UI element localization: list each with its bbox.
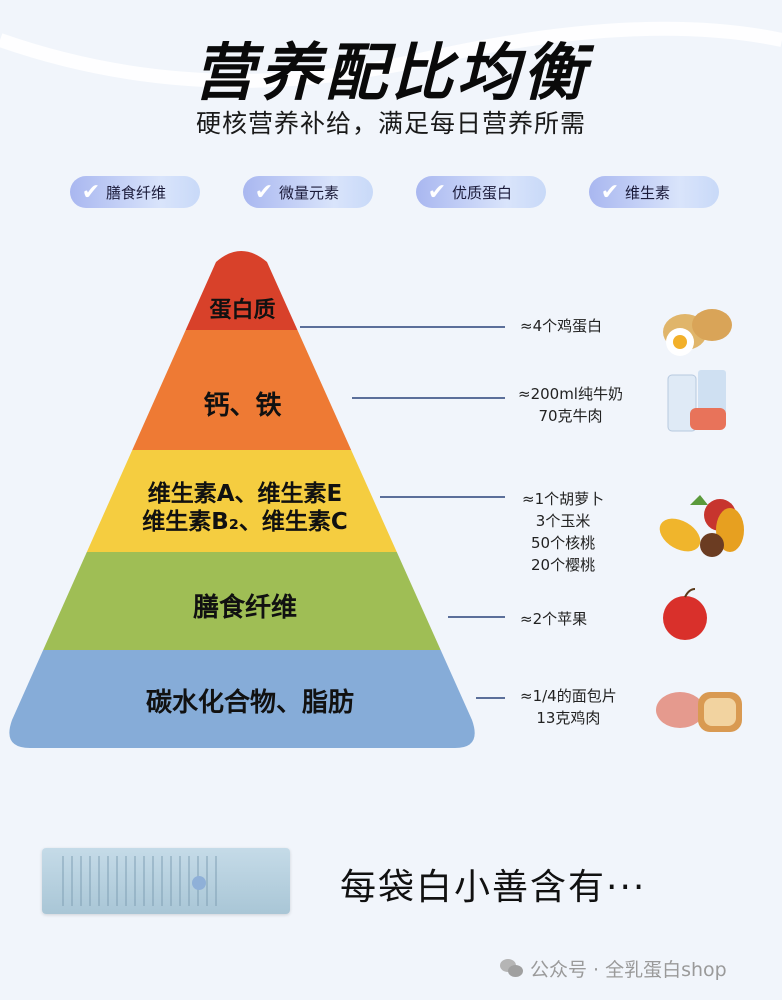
apple-icon	[663, 588, 707, 640]
note-line: 13克鸡肉	[536, 709, 601, 727]
note-line: 20个樱桃	[531, 556, 596, 574]
check-icon: ✔	[81, 179, 101, 205]
egg-icon	[663, 309, 732, 356]
tag-label: 膳食纤维	[106, 183, 167, 202]
equivalent-note: ≈200ml纯牛奶 70克牛肉	[518, 383, 623, 427]
level-label: 钙、铁	[203, 391, 282, 421]
connector-line	[380, 496, 505, 498]
product-sachet-image	[42, 848, 290, 914]
connector-line	[448, 616, 505, 618]
note-line: ≈4个鸡蛋白	[520, 317, 603, 335]
connector-line	[476, 697, 505, 699]
wechat-icon	[500, 958, 524, 979]
level-label: 蛋白质	[209, 298, 276, 323]
tag-vitamins: ✔ 维生素	[589, 176, 719, 208]
bread-chicken-icon	[656, 692, 742, 732]
note-line: ≈1/4的面包片	[520, 687, 617, 705]
footer-watermark: 公众号 · 全乳蛋白shop	[500, 955, 727, 982]
level-label: 碳水化合物、脂肪	[145, 688, 354, 718]
note-line: 3个玉米	[535, 512, 591, 530]
note-line: 70克牛肉	[538, 407, 603, 425]
tag-label: 优质蛋白	[452, 183, 513, 202]
note-line: 50个核桃	[531, 534, 596, 552]
check-icon: ✔	[254, 179, 274, 205]
product-caption: 每袋白小善含有···	[340, 867, 647, 908]
food-illustrations	[656, 309, 744, 732]
level-label-line: 维生素A、维生素E	[147, 481, 343, 507]
note-line: ≈200ml纯牛奶	[518, 385, 623, 403]
vegetables-nuts-icon	[659, 495, 744, 557]
background-wave	[0, 21, 782, 88]
nutrition-pyramid	[9, 251, 475, 748]
check-icon: ✔	[427, 179, 447, 205]
tag-label: 微量元素	[279, 183, 340, 202]
tag-quality-protein: ✔ 优质蛋白	[416, 176, 546, 208]
connector-line	[300, 326, 505, 328]
page-title: 营养配比均衡	[192, 36, 589, 109]
note-line: ≈2个苹果	[520, 610, 588, 628]
equivalent-note: ≈2个苹果	[520, 608, 587, 630]
milk-meat-icon	[667, 370, 726, 432]
tag-label: 维生素	[625, 183, 671, 202]
tag-dietary-fiber: ✔ 膳食纤维	[70, 176, 200, 208]
page-subtitle: 硬核营养补给，满足每日营养所需	[195, 109, 586, 138]
level-label-line: 维生素B₂、维生素C	[142, 509, 348, 535]
footer-text: 公众号 · 全乳蛋白shop	[530, 959, 727, 981]
tag-trace-elements: ✔ 微量元素	[243, 176, 373, 208]
pyramid-level-carbs-fat	[9, 650, 475, 748]
equivalent-note: ≈1/4的面包片 13克鸡肉	[520, 685, 617, 729]
level-label: 膳食纤维	[192, 593, 297, 623]
check-icon: ✔	[600, 179, 620, 205]
connector-line	[352, 397, 505, 399]
equivalent-note: ≈1个胡萝卜 3个玉米 50个核桃 20个樱桃	[522, 488, 604, 576]
note-line: ≈1个胡萝卜	[522, 490, 605, 508]
pyramid-level-fiber	[9, 552, 475, 650]
equivalent-note: ≈4个鸡蛋白	[520, 315, 602, 337]
